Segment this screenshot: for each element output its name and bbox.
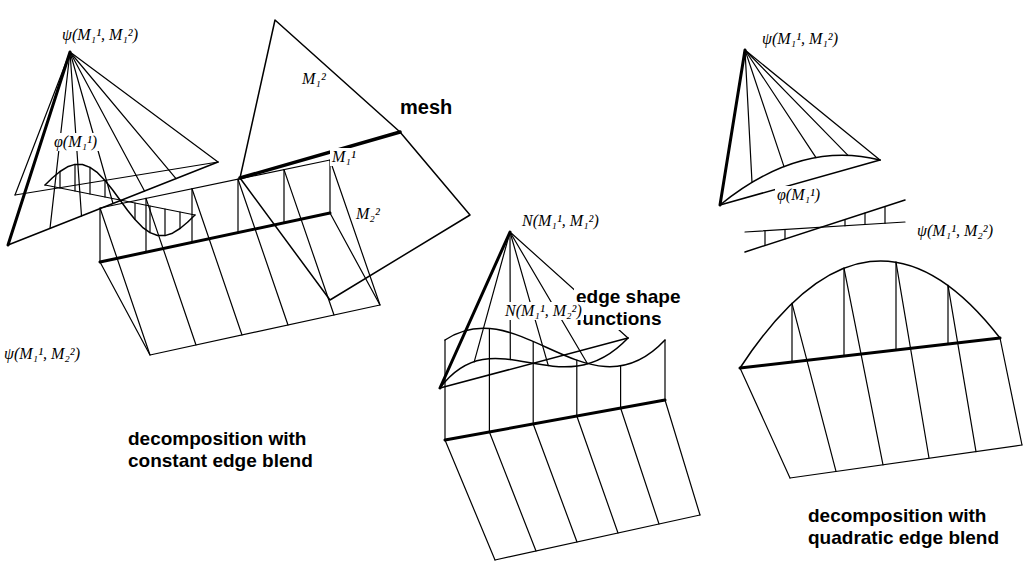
quadratic-blend-surface (740, 261, 1022, 478)
function-label: ψ(M₁¹, M₂²) (2, 345, 82, 363)
caption-label: edge shape functions (574, 286, 696, 330)
caption-label: decomposition with constant edge blend (126, 428, 345, 472)
mesh-title: mesh (398, 96, 454, 119)
function-label: ψ(M₁¹, M₁²) (760, 30, 840, 48)
function-label: ψ(M₁¹, M₂²) (915, 222, 995, 240)
function-label: N(M₁¹, M₁²) (520, 212, 601, 230)
function-label: N(M₁¹, M₂²) (503, 302, 584, 320)
mesh-elements (240, 20, 470, 300)
function-label: φ(M₁¹) (52, 133, 99, 151)
edge-label: M₁¹ (330, 148, 358, 166)
edge-shape-quad (445, 328, 700, 560)
constant-blend-wedge (100, 160, 380, 355)
caption-label: decomposition with quadratic edge blend (806, 505, 1030, 549)
linear-edge-function (745, 200, 905, 252)
function-label: ψ(M₁¹, M₁²) (60, 26, 140, 44)
function-label: φ(M₁¹) (775, 186, 822, 204)
sine-edge-function (45, 164, 195, 235)
element-label: M₂² (354, 205, 382, 223)
element-label: M₁² (300, 70, 328, 88)
quadratic-pyramid (720, 50, 880, 205)
linear-pyramid (8, 52, 218, 245)
